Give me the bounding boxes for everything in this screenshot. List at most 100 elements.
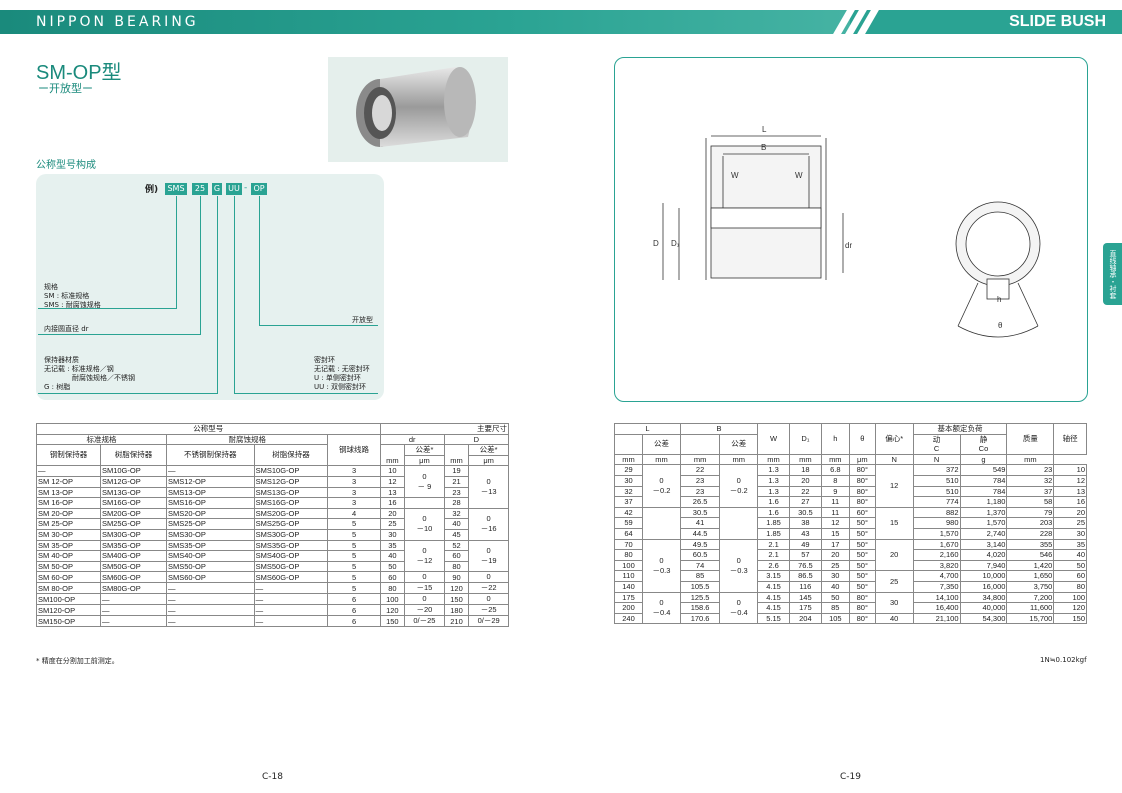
- table-cell: 9: [820, 485, 850, 498]
- unit: mm: [379, 455, 406, 467]
- table-cell: 37: [1006, 485, 1055, 498]
- connector-line: [176, 196, 177, 308]
- label-D1: D₁: [671, 239, 680, 248]
- table-cell: —: [253, 615, 329, 628]
- tolerance-cell: －15: [404, 582, 445, 595]
- table-cell: 80: [613, 549, 644, 561]
- eccentricity-cell: 30: [874, 591, 914, 614]
- table-cell: 60.5: [679, 549, 721, 561]
- table-cell: 30: [1053, 527, 1087, 540]
- table-cell: 58: [1006, 496, 1055, 508]
- table-cell: 32: [1006, 474, 1055, 487]
- table-cell: 4,700: [912, 570, 961, 582]
- table-cell: SM10G-OP: [99, 465, 167, 477]
- tolerance-cell: 0/－29: [468, 615, 509, 628]
- code-part-size: 25: [192, 183, 208, 195]
- table-cell: SM150-OP: [36, 615, 101, 628]
- table-cell: SMS20G-OP: [253, 507, 329, 520]
- header-main-dimensions: 主要尺寸: [379, 423, 510, 435]
- tolerance-cell: 0: [404, 571, 445, 584]
- table-cell: 80°: [848, 496, 876, 508]
- tolerance-cell: 0－13: [468, 465, 509, 509]
- table-cell: SM 16-OP: [36, 497, 101, 509]
- table-cell: 12: [1053, 474, 1087, 487]
- table-cell: 35: [379, 539, 406, 552]
- dr-legend: 内接圆直径 dr: [44, 325, 89, 333]
- tolerance-cell: 0/－25: [404, 615, 445, 628]
- table-cell: 30.5: [788, 506, 822, 519]
- table-cell: 150: [443, 593, 470, 606]
- table-cell: 140: [613, 580, 644, 593]
- label-theta: θ: [998, 321, 1003, 330]
- table-cell: 210: [443, 615, 470, 628]
- connector-line: [38, 393, 218, 394]
- unit: mm: [719, 453, 759, 466]
- table-cell: 79: [1006, 506, 1055, 519]
- table-cell: 40: [379, 550, 406, 562]
- dimension-diagram: L B W W D D₁ dr h θ: [614, 57, 1088, 402]
- connector-line: [38, 334, 201, 335]
- table-cell: SM 40-OP: [36, 550, 101, 562]
- table-cell: 60: [443, 550, 470, 562]
- page-number-left: C-18: [262, 772, 283, 782]
- header-corrosion: 耐腐蚀规格: [165, 433, 329, 446]
- table-cell: 22: [679, 464, 721, 476]
- table-cell: SM60G-OP: [99, 571, 167, 584]
- table-cell: 3.15: [757, 570, 790, 582]
- table-cell: 32: [443, 507, 470, 520]
- table-cell: 2,740: [959, 527, 1008, 540]
- table-cell: 2,160: [912, 549, 961, 561]
- table-cell: 80: [443, 560, 470, 573]
- table-cell: 20: [379, 507, 406, 520]
- table-cell: 3: [327, 486, 381, 499]
- table-cell: SM80G-OP: [99, 582, 167, 595]
- accuracy-note: * 精度在分割加工前测定。: [36, 657, 119, 665]
- unit: mm: [613, 453, 644, 466]
- table-cell: —: [36, 465, 101, 477]
- table-cell: SM 50-OP: [36, 560, 101, 573]
- table-cell: SM16G-OP: [99, 497, 167, 509]
- table-cell: 158.6: [679, 602, 721, 614]
- tolerance-cell: 0－0.3: [719, 538, 759, 593]
- code-part-retainer: G: [212, 183, 222, 195]
- unit: mm: [1006, 453, 1055, 466]
- table-cell: 50: [1053, 559, 1087, 572]
- table-cell: 49.5: [679, 538, 721, 551]
- label-W2: W: [795, 171, 803, 180]
- table-cell: 11,600: [1006, 602, 1055, 614]
- table-cell: 30: [613, 474, 644, 487]
- table-cell: 20: [820, 549, 850, 561]
- table-cell: 2.1: [757, 538, 790, 551]
- table-cell: 40,000: [959, 602, 1008, 614]
- table-cell: 29: [613, 464, 644, 476]
- table-cell: 1.6: [757, 496, 790, 508]
- table-cell: 1,670: [912, 538, 961, 551]
- tolerance-cell: 0－12: [404, 539, 445, 573]
- tolerance-cell: －22: [468, 582, 509, 595]
- table-cell: 50°: [848, 570, 876, 582]
- table-cell: 180: [443, 604, 470, 617]
- table-cell: 16,000: [959, 580, 1008, 593]
- header-dr: dr: [379, 433, 445, 446]
- table-cell: 50°: [848, 527, 876, 540]
- tolerance-cell: 0－0.3: [642, 538, 681, 593]
- table-cell: 100: [379, 593, 406, 606]
- table-cell: SM100-OP: [36, 593, 101, 606]
- table-cell: —: [99, 615, 167, 628]
- unit: μm: [848, 453, 876, 466]
- header-eccentricity: 偏心*: [874, 423, 914, 455]
- table-cell: 175: [613, 591, 644, 604]
- table-cell: 15: [820, 527, 850, 540]
- label-dr: dr: [845, 241, 852, 250]
- table-cell: 510: [912, 474, 961, 487]
- header-ss-retainer: 不锈钢制保持器: [165, 444, 255, 467]
- connector-line: [259, 325, 378, 326]
